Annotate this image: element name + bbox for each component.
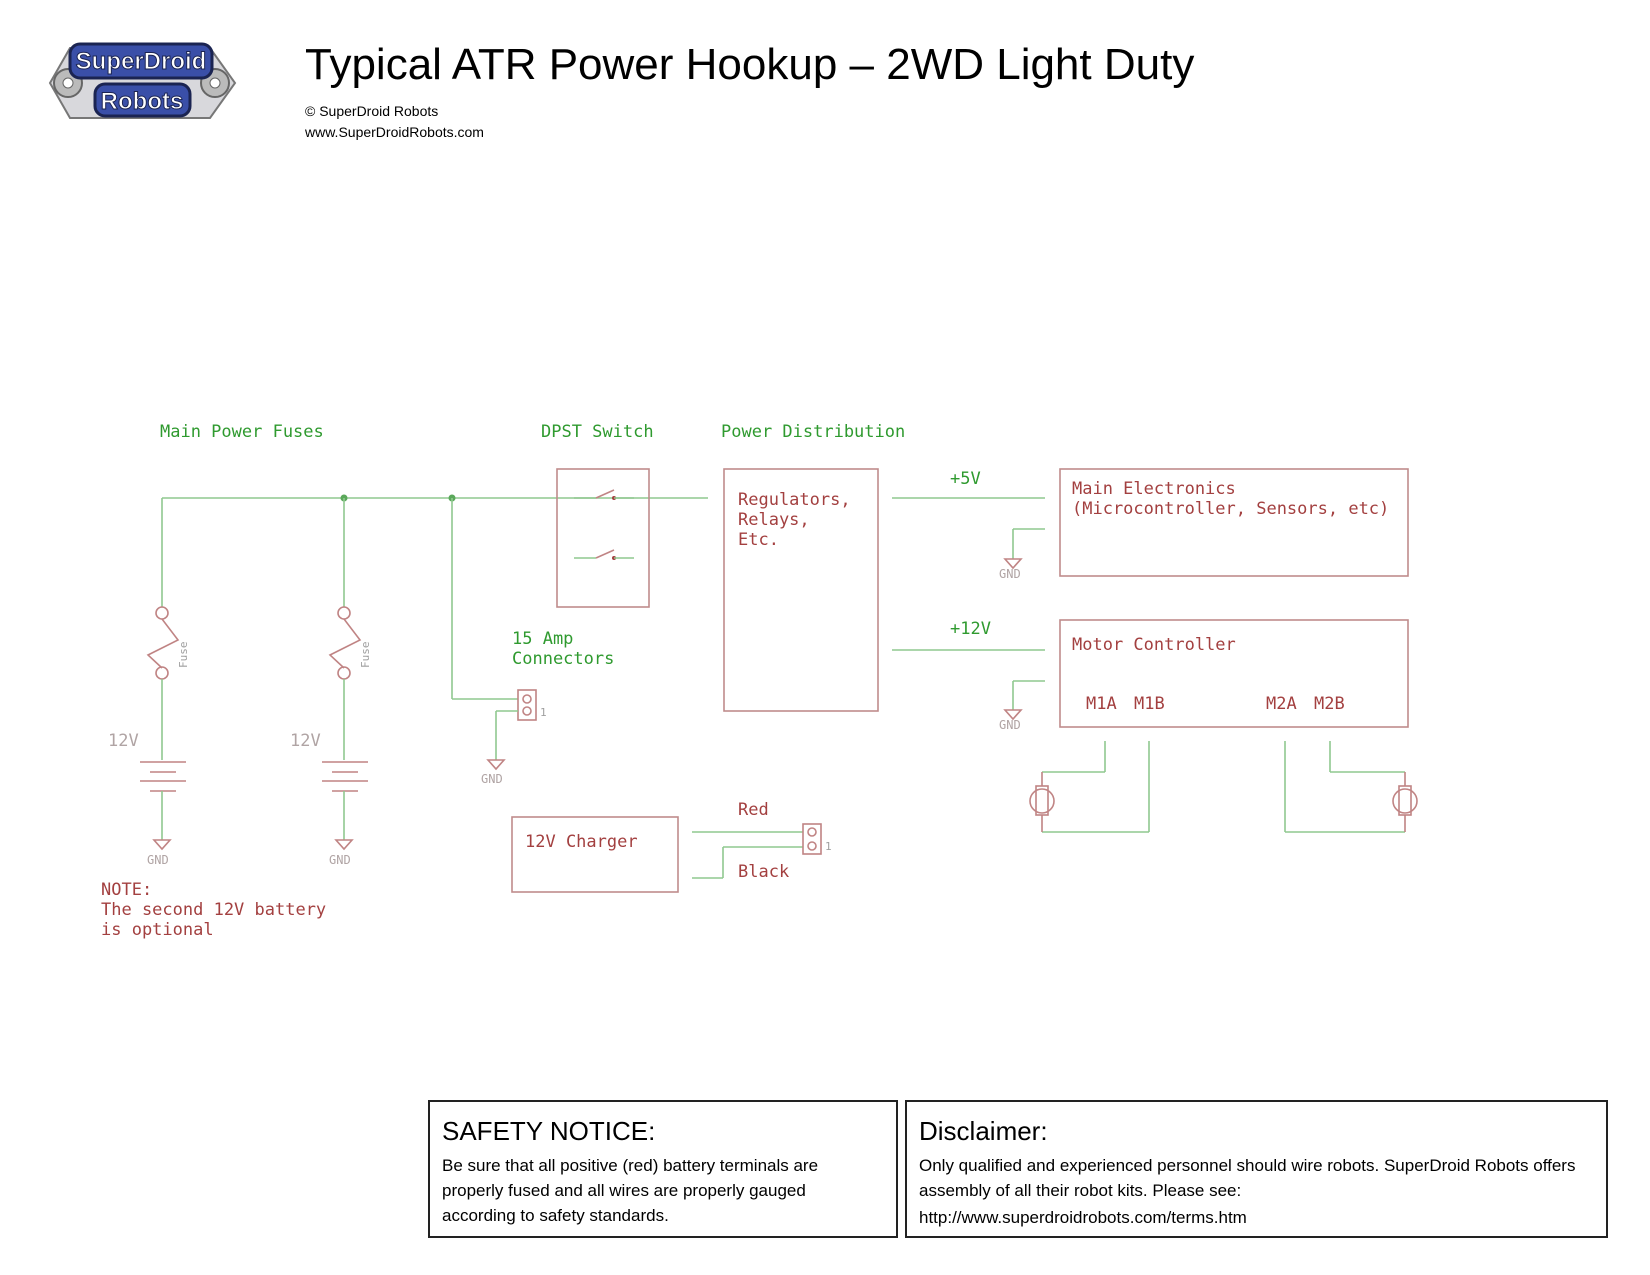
motor-controller-box — [1059, 619, 1409, 728]
copyright-text: © SuperDroid Robots — [305, 103, 439, 119]
battery1-voltage-label: 12V — [108, 731, 139, 751]
disclaimer-link[interactable]: http://www.superdroidrobots.com/terms.ht… — [919, 1208, 1247, 1227]
note-heading: NOTE: — [101, 880, 152, 900]
note-line-2: The second 12V battery — [101, 900, 326, 920]
charger-connector-body — [802, 823, 822, 855]
plus5v-label: +5V — [950, 469, 981, 489]
switch2-lever — [595, 549, 615, 559]
disclaimer-body: Only qualified and experienced personnel… — [919, 1156, 1576, 1200]
fuse1-terminal-top — [155, 606, 169, 620]
regulators-line-3: Etc. — [738, 530, 779, 550]
gnd-label-motor-controller: GND — [999, 718, 1021, 732]
m1b-label: M1B — [1134, 694, 1165, 714]
fuse2-symbol — [328, 618, 362, 669]
disclaimer-box: Disclaimer: Only qualified and experienc… — [905, 1100, 1608, 1238]
charger-connector-pin-1 — [807, 827, 817, 837]
main-electronics-label-1: Main Electronics — [1072, 479, 1236, 499]
gnd-label-battery2: GND — [329, 853, 351, 867]
power-distribution-label: Power Distribution — [721, 422, 905, 442]
gnd-label-battery1: GND — [147, 853, 169, 867]
amp-connectors-label-1: 15 Amp — [512, 629, 573, 649]
dpst-switch-box — [556, 468, 650, 608]
main-power-fuses-label: Main Power Fuses — [160, 422, 324, 442]
charger-label: 12V Charger — [525, 832, 638, 852]
gnd-symbol-motor-controller — [1003, 709, 1023, 721]
safety-notice-heading: SAFETY NOTICE: — [442, 1116, 656, 1146]
motor2-icon — [1392, 788, 1418, 814]
fuse1-label: Fuse — [177, 642, 190, 669]
page-title: Typical ATR Power Hookup – 2WD Light Dut… — [305, 40, 1195, 89]
gnd-symbol-main-electronics — [1003, 558, 1023, 570]
fuse2-label: Fuse — [359, 642, 372, 669]
switch1-lever — [595, 489, 615, 499]
dpst-switch-label: DPST Switch — [541, 422, 654, 442]
website-text: www.SuperDroidRobots.com — [305, 124, 484, 140]
charger-connector-pin-number: 1 — [825, 840, 832, 853]
note-line-3: is optional — [101, 920, 214, 940]
gnd-symbol-connector — [486, 759, 506, 771]
battery2-voltage-label: 12V — [290, 731, 321, 751]
amp-connector-pin-number: 1 — [540, 706, 547, 719]
charger-connector-pin-2 — [807, 841, 817, 851]
fuse2-terminal-bottom — [337, 666, 351, 680]
fuse2-terminal-top — [337, 606, 351, 620]
black-wire-label: Black — [738, 862, 789, 882]
charger-box — [511, 816, 679, 893]
gnd-label-connector: GND — [481, 772, 503, 786]
safety-notice-body: Be sure that all positive (red) battery … — [442, 1156, 819, 1225]
main-electronics-label-2: (Microcontroller, Sensors, etc) — [1072, 499, 1389, 519]
disclaimer-heading: Disclaimer: — [919, 1116, 1048, 1146]
m1a-label: M1A — [1086, 694, 1117, 714]
main-electronics-box — [1059, 468, 1409, 577]
regulators-line-1: Regulators, — [738, 490, 851, 510]
amp-connectors-label-2: Connectors — [512, 649, 614, 669]
amp-connector-pin-1 — [522, 694, 532, 704]
amp-connector-pin-2 — [522, 706, 532, 716]
logo-text-robots: Robots — [101, 88, 184, 115]
fuse1-symbol — [146, 618, 180, 669]
m2b-label: M2B — [1314, 694, 1345, 714]
logo-text-superdroid: SuperDroid — [76, 48, 207, 75]
power-distribution-box — [723, 468, 879, 712]
safety-notice-box: SAFETY NOTICE: Be sure that all positive… — [428, 1100, 898, 1238]
plus12v-label: +12V — [950, 619, 991, 639]
regulators-line-2: Relays, — [738, 510, 810, 530]
gnd-symbol-battery1 — [152, 839, 172, 851]
fuse1-terminal-bottom — [155, 666, 169, 680]
gnd-label-main-electronics: GND — [999, 567, 1021, 581]
amp-connector-body — [517, 689, 537, 721]
gnd-symbol-battery2 — [334, 839, 354, 851]
motor1-icon — [1029, 788, 1055, 814]
motor1-brush — [1035, 785, 1049, 816]
motor-controller-label: Motor Controller — [1072, 635, 1236, 655]
m2a-label: M2A — [1266, 694, 1297, 714]
motor2-brush — [1398, 785, 1412, 816]
superdroid-logo: SuperDroid Robots — [48, 42, 237, 119]
red-wire-label: Red — [738, 800, 769, 820]
